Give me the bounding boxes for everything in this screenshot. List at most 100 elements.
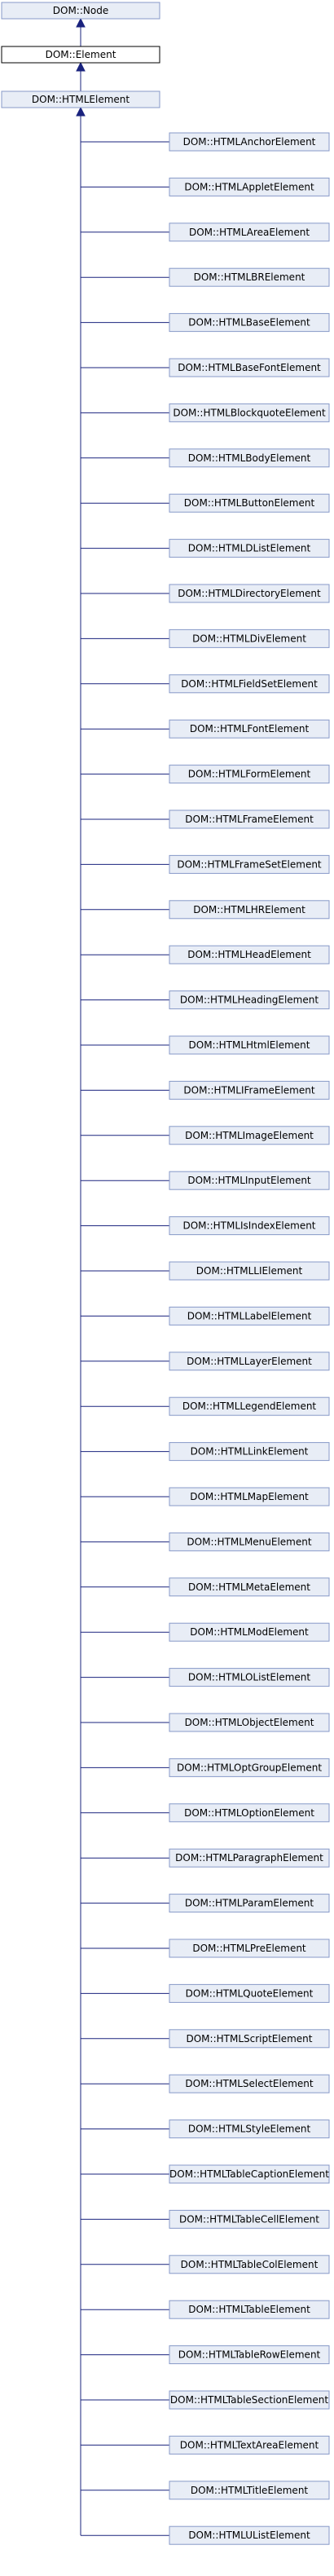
class-node-box bbox=[169, 1442, 330, 1462]
class-node-box bbox=[169, 1487, 330, 1506]
class-node-box bbox=[169, 1622, 330, 1642]
class-node-box bbox=[169, 990, 330, 1010]
class-node-box bbox=[1, 46, 160, 64]
class-node-htmlframe-set-element: DOM::HTMLFrameSetElement bbox=[169, 854, 330, 874]
class-node-htmltable-col-element: DOM::HTMLTableColElement bbox=[169, 2255, 330, 2274]
class-node-htmllielement: DOM::HTMLLIElement bbox=[169, 1261, 330, 1281]
class-node-label: DOM::HTMLMetaElement bbox=[188, 1581, 310, 1593]
class-node-box bbox=[169, 539, 330, 558]
class-node-label: DOM::HTMLDivElement bbox=[192, 633, 306, 644]
class-node-box bbox=[169, 313, 330, 333]
class-node-htmlheading-element: DOM::HTMLHeadingElement bbox=[169, 990, 330, 1010]
inheritance-arrow-head bbox=[76, 61, 86, 72]
class-node-box bbox=[169, 1713, 330, 1732]
class-node-box bbox=[169, 629, 330, 648]
class-node-label: DOM::HTMLIsIndexElement bbox=[182, 1220, 315, 1232]
class-node-box bbox=[169, 1983, 330, 2003]
class-nodes: DOM::NodeDOM::ElementDOM::HTMLElementDOM… bbox=[1, 2, 330, 2545]
class-node-label: DOM::HTMLTableCaptionElement bbox=[169, 2168, 329, 2180]
class-node-box bbox=[169, 2209, 330, 2229]
class-node-htmlbrelement: DOM::HTMLBRElement bbox=[169, 267, 330, 287]
inheritance-arrow-head bbox=[76, 17, 86, 28]
class-node-box bbox=[169, 403, 330, 422]
class-node-box bbox=[169, 358, 330, 377]
class-node-htmlblockquote-element: DOM::HTMLBlockquoteElement bbox=[169, 403, 330, 422]
class-node-label: DOM::HTMLAreaElement bbox=[189, 227, 310, 238]
class-node-box bbox=[169, 1261, 330, 1281]
class-node-label: DOM::HTMLTableElement bbox=[188, 2304, 310, 2315]
class-node-label: DOM::HTMLFontElement bbox=[190, 723, 310, 734]
class-node-htmlinput-element: DOM::HTMLInputElement bbox=[169, 1171, 330, 1190]
class-node-label: DOM::HTMLBaseElement bbox=[188, 317, 310, 329]
class-node-label: DOM::HTMLHeadingElement bbox=[180, 995, 319, 1006]
class-node-htmldirectory-element: DOM::HTMLDirectoryElement bbox=[169, 584, 330, 603]
class-node-box bbox=[169, 1352, 330, 1371]
class-node-box bbox=[169, 674, 330, 694]
class-node-label: DOM::HTMLAnchorElement bbox=[183, 136, 316, 148]
class-node-box bbox=[169, 1803, 330, 1823]
class-node-htmlimage-element: DOM::HTMLImageElement bbox=[169, 1126, 330, 1145]
class-node-box bbox=[169, 2029, 330, 2049]
class-node-htmliframe-element: DOM::HTMLIFrameElement bbox=[169, 1080, 330, 1100]
class-node-label: DOM::HTMLHRElement bbox=[193, 904, 305, 915]
class-node-box bbox=[169, 2525, 330, 2545]
class-node-label: DOM::HTMLBlockquoteElement bbox=[173, 407, 326, 418]
class-node-box bbox=[169, 719, 330, 739]
class-node-label: DOM::HTMLTableRowElement bbox=[178, 2349, 321, 2361]
class-node-box bbox=[169, 1216, 330, 1236]
class-node-htmlparam-element: DOM::HTMLParamElement bbox=[169, 1894, 330, 1913]
class-node-label: DOM::HTMLFrameSetElement bbox=[177, 858, 322, 870]
class-node-htmltable-section-element: DOM::HTMLTableSectionElement bbox=[169, 2390, 330, 2410]
class-node-label: DOM::HTMLMenuElement bbox=[187, 1536, 311, 1547]
class-node-box bbox=[169, 2435, 330, 2455]
class-node-label: DOM::HTMLIFrameElement bbox=[183, 1084, 314, 1096]
class-node-htmlframe-element: DOM::HTMLFrameElement bbox=[169, 809, 330, 829]
class-node-box bbox=[169, 1171, 330, 1190]
class-node-label: DOM::HTMLBRElement bbox=[194, 271, 305, 283]
class-node-label: DOM::HTMLTableCellElement bbox=[179, 2213, 319, 2225]
class-node-box bbox=[169, 177, 330, 196]
class-node-label: DOM::HTMLDListElement bbox=[188, 543, 311, 554]
class-node-box bbox=[169, 2345, 330, 2365]
class-node-label: DOM::HTMLOptGroupElement bbox=[177, 1762, 322, 1773]
class-node-label: DOM::HTMLParagraphElement bbox=[175, 1852, 323, 1864]
class-node-node: DOM::Node bbox=[1, 2, 160, 20]
class-node-htmlarea-element: DOM::HTMLAreaElement bbox=[169, 223, 330, 242]
class-node-label: DOM::HTMLTitleElement bbox=[191, 2485, 309, 2496]
class-node-label: DOM::HTMLBaseFontElement bbox=[178, 362, 321, 373]
class-node-label: DOM::HTMLAppletElement bbox=[184, 181, 314, 192]
class-node-htmlapplet-element: DOM::HTMLAppletElement bbox=[169, 177, 330, 196]
class-node-htmlquote-element: DOM::HTMLQuoteElement bbox=[169, 1983, 330, 2003]
inheritance-edges bbox=[76, 17, 169, 2536]
class-node-htmlbody-element: DOM::HTMLBodyElement bbox=[169, 448, 330, 468]
class-node-htmloption-element: DOM::HTMLOptionElement bbox=[169, 1803, 330, 1823]
class-node-htmlmenu-element: DOM::HTMLMenuElement bbox=[169, 1532, 330, 1551]
class-node-label: DOM::HTMLFieldSetElement bbox=[181, 678, 318, 690]
class-node-box bbox=[169, 2074, 330, 2093]
class-node-label: DOM::HTMLElement bbox=[32, 94, 130, 105]
class-node-htmlpre-element: DOM::HTMLPreElement bbox=[169, 1939, 330, 1958]
class-node-label: DOM::HTMLUListElement bbox=[188, 2530, 310, 2541]
class-node-box bbox=[169, 223, 330, 242]
class-node-label: DOM::HTMLPreElement bbox=[192, 1943, 306, 1954]
class-node-box bbox=[169, 2255, 330, 2274]
class-node-box bbox=[169, 1126, 330, 1145]
class-node-label: DOM::HTMLHtmlElement bbox=[189, 1039, 310, 1051]
class-node-htmltitle-element: DOM::HTMLTitleElement bbox=[169, 2481, 330, 2500]
class-node-htmlfont-element: DOM::HTMLFontElement bbox=[169, 719, 330, 739]
class-node-htmldiv-element: DOM::HTMLDivElement bbox=[169, 629, 330, 648]
class-node-htmlform-element: DOM::HTMLFormElement bbox=[169, 765, 330, 784]
class-node-box bbox=[169, 1035, 330, 1055]
class-node-label: DOM::HTMLSelectElement bbox=[185, 2078, 314, 2089]
class-node-htmlselect-element: DOM::HTMLSelectElement bbox=[169, 2074, 330, 2093]
class-node-box bbox=[169, 1532, 330, 1551]
class-node-htmlparagraph-element: DOM::HTMLParagraphElement bbox=[169, 1848, 330, 1868]
class-node-box bbox=[169, 1758, 330, 1777]
class-node-htmltable-caption-element: DOM::HTMLTableCaptionElement bbox=[169, 2164, 330, 2184]
class-node-box bbox=[169, 765, 330, 784]
class-node-label: DOM::HTMLBodyElement bbox=[188, 452, 311, 464]
class-node-htmlobject-element: DOM::HTMLObjectElement bbox=[169, 1713, 330, 1732]
class-node-htmlstyle-element: DOM::HTMLStyleElement bbox=[169, 2119, 330, 2139]
class-node-htmlhtml-element: DOM::HTMLHtmlElement bbox=[169, 1035, 330, 1055]
